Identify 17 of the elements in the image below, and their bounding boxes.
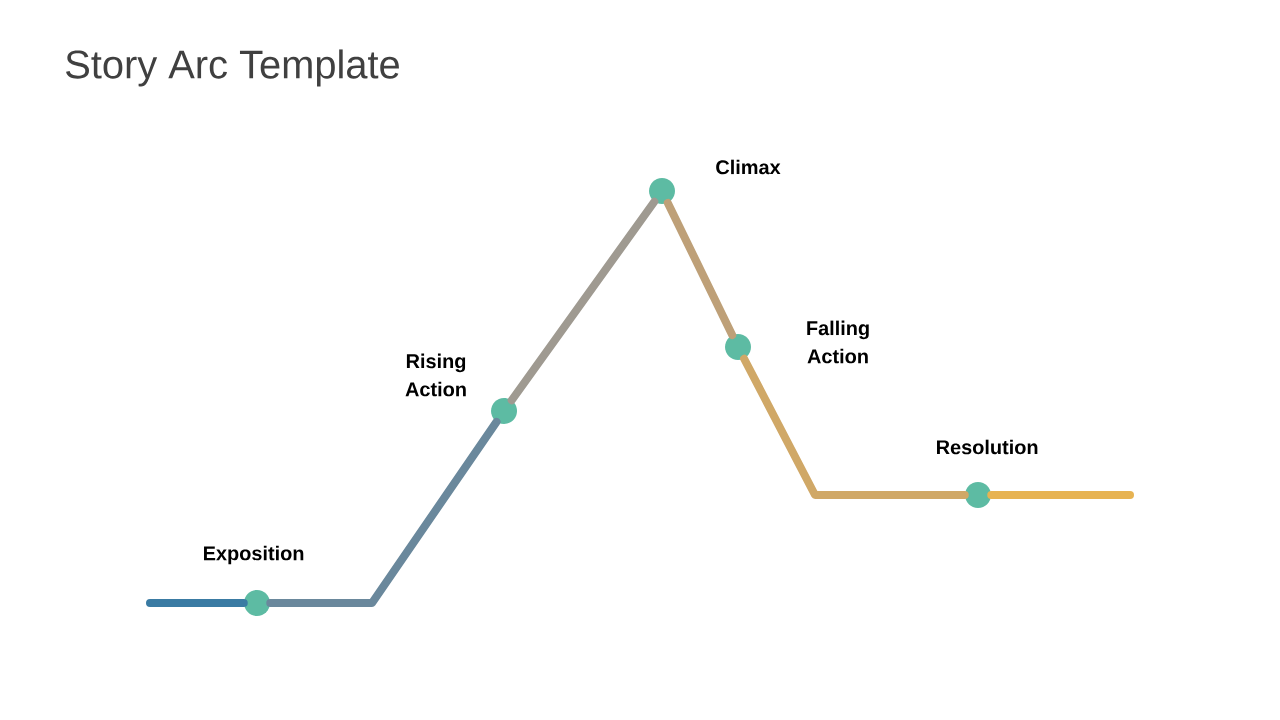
stage-dot: [244, 590, 270, 616]
arc-line: [266, 417, 501, 607]
stage-dot: [965, 482, 991, 508]
stage-label: Resolution: [937, 439, 1038, 455]
stage-dot: [491, 398, 517, 424]
stage-label: Climax: [716, 159, 781, 175]
slide-title: Story Arc Template: [66, 49, 399, 87]
stage-label: Falling Action: [807, 320, 869, 364]
arc-line: [507, 197, 659, 405]
arc-line: [740, 354, 969, 499]
stage-dot: [649, 178, 675, 204]
stage-label: Rising Action: [405, 353, 466, 397]
arc-line: [146, 599, 248, 607]
stage-label: Exposition: [204, 545, 304, 565]
arc-line: [987, 491, 1134, 499]
arc-line: [663, 198, 737, 340]
stage-dot: [725, 334, 751, 360]
